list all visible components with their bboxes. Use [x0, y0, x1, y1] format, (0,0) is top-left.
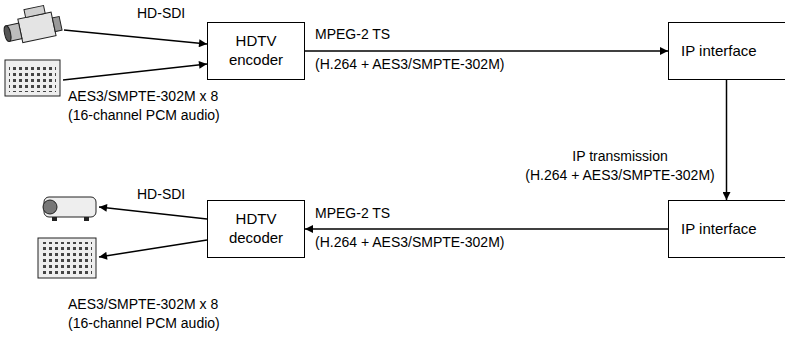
box-label: HDTV encoder	[214, 32, 298, 70]
projector-icon	[44, 197, 96, 217]
audio-mixer-icon	[5, 60, 60, 96]
camera-body	[18, 12, 56, 43]
box-label: IP interface	[681, 42, 757, 61]
camera-lens-front	[3, 25, 12, 42]
projector-lens	[43, 200, 57, 214]
connector-arrow	[726, 80, 728, 200]
box-label: IP interface	[681, 220, 757, 239]
signal-label: (16-channel PCM audio)	[68, 315, 220, 332]
signal-label: (H.264 + AES3/SMPTE-302M)	[315, 56, 504, 73]
signal-arrow	[64, 30, 207, 44]
process-box: IP interface	[668, 200, 785, 258]
projector-foot	[52, 217, 57, 221]
signal-label: HD-SDI	[137, 5, 185, 22]
connector-label: MPEG-2 TS	[315, 205, 390, 222]
signal-label: HD-SDI	[137, 186, 185, 203]
signal-arrow	[63, 64, 207, 80]
camera-viewfinder	[52, 17, 62, 32]
signal-label: (16-channel PCM audio)	[68, 107, 220, 124]
camera-icon	[0, 3, 62, 46]
signal-label: AES3/SMPTE-302M x 8	[68, 296, 218, 313]
signal-arrow	[99, 240, 207, 257]
connector-label: IP transmission	[572, 148, 667, 165]
mixer-controls	[9, 64, 56, 92]
mixer-controls	[42, 242, 92, 274]
connector-arrow	[305, 50, 668, 52]
connector-label: MPEG-2 TS	[315, 26, 390, 43]
box-label: HDTV decoder	[214, 210, 298, 248]
camera-handle	[24, 6, 45, 18]
signal-arrow	[99, 207, 207, 219]
process-box: HDTV decoder	[207, 200, 305, 258]
signal-label: AES3/SMPTE-302M x 8	[68, 88, 218, 105]
process-box: HDTV encoder	[207, 22, 305, 80]
signal-label: (H.264 + AES3/SMPTE-302M)	[315, 234, 504, 251]
audio-mixer-icon	[38, 238, 96, 278]
process-box: IP interface	[668, 22, 785, 80]
signal-label: (H.264 + AES3/SMPTE-302M)	[525, 167, 714, 184]
connector-arrow	[305, 228, 668, 230]
projector-foot	[84, 217, 89, 221]
